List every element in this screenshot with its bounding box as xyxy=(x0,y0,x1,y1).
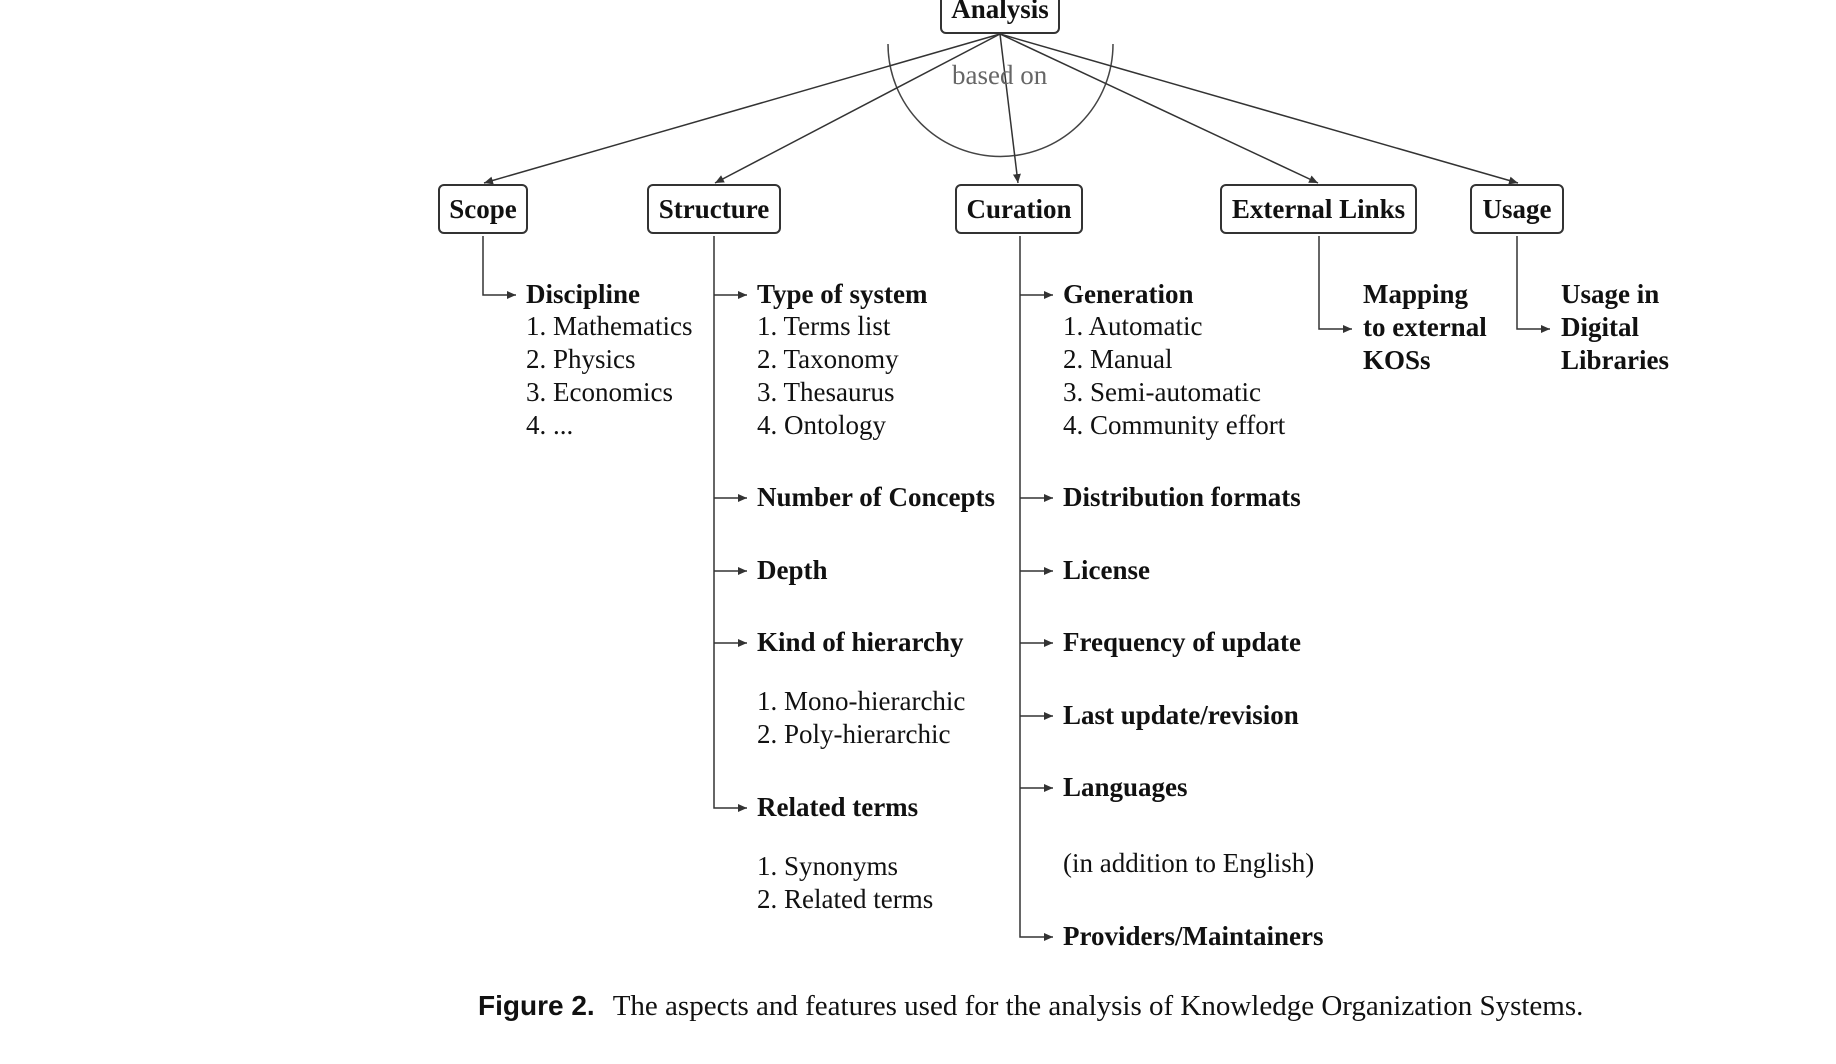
discipline-item: 3. Economics xyxy=(526,377,673,407)
edge-root-scope xyxy=(483,33,1001,185)
edge-structure-trunk xyxy=(713,236,747,812)
edge-root-structure xyxy=(714,33,1001,184)
feature-frequency-of-update: Frequency of update xyxy=(1063,627,1302,657)
aspect-usage: Usage xyxy=(1470,184,1564,234)
generation-item: 3. Semi-automatic xyxy=(1063,377,1261,407)
generation-item: 2. Manual xyxy=(1063,344,1173,374)
feature-kind-of-hierarchy: Kind of hierarchy xyxy=(757,627,964,657)
edge-usage-digital-libraries xyxy=(1516,236,1550,333)
edge-root-external-links xyxy=(999,33,1319,184)
feature-last-update: Last update/revision xyxy=(1063,700,1299,730)
related-terms-item: 1. Synonyms xyxy=(757,851,899,881)
aspect-scope: Scope xyxy=(438,184,528,234)
edge-root-curation xyxy=(999,33,1021,184)
aspect-external-links: External Links xyxy=(1220,184,1417,234)
figure-caption-text: The aspects and features used for the an… xyxy=(612,990,1584,1022)
figure-label: Figure 2. xyxy=(478,990,595,1021)
type-of-system-item: 3. Thesaurus xyxy=(757,377,895,407)
root-node-analysis: Analysis xyxy=(940,0,1060,34)
feature-languages: Languages xyxy=(1063,772,1188,802)
feature-number-of-concepts: Number of Concepts xyxy=(757,482,995,512)
feature-usage-line: Digital xyxy=(1561,312,1639,342)
languages-note: (in addition to English) xyxy=(1063,848,1315,878)
based-on-arc xyxy=(887,43,1114,158)
generation-item: 1. Automatic xyxy=(1063,311,1203,341)
edge-scope-discipline xyxy=(482,236,516,299)
discipline-item: 1. Mathematics xyxy=(526,311,693,341)
feature-mapping-line: Mapping xyxy=(1363,279,1469,309)
edge-external-links-mapping xyxy=(1318,236,1352,333)
feature-related-terms: Related terms xyxy=(757,792,919,822)
feature-providers-maintainers: Providers/Maintainers xyxy=(1063,921,1324,951)
kind-of-hierarchy-item: 1. Mono-hierarchic xyxy=(757,686,966,716)
type-of-system-item: 4. Ontology xyxy=(757,410,887,440)
based-on-label: based on xyxy=(952,60,1048,90)
type-of-system-item: 1. Terms list xyxy=(757,311,891,341)
generation-item: 4. Community effort xyxy=(1063,410,1286,440)
feature-depth: Depth xyxy=(757,555,828,585)
edge-curation-trunk xyxy=(1019,236,1053,941)
discipline-item: 2. Physics xyxy=(526,344,636,374)
feature-distribution-formats: Distribution formats xyxy=(1063,482,1301,512)
feature-mapping-line: KOSs xyxy=(1363,345,1431,375)
feature-mapping-line: to external xyxy=(1363,312,1487,342)
discipline-item: 4. ... xyxy=(526,410,574,440)
edge-root-usage xyxy=(999,33,1519,185)
related-terms-item: 2. Related terms xyxy=(757,884,934,914)
feature-generation: Generation xyxy=(1063,279,1194,309)
aspect-curation: Curation xyxy=(955,184,1083,234)
aspect-structure: Structure xyxy=(647,184,781,234)
figure-caption: Figure 2. The aspects and features used f… xyxy=(478,990,1583,1023)
feature-usage-line: Libraries xyxy=(1561,345,1669,375)
feature-type-of-system: Type of system xyxy=(757,279,928,309)
feature-discipline: Discipline xyxy=(526,279,641,309)
feature-usage-line: Usage in xyxy=(1561,279,1660,309)
type-of-system-item: 2. Taxonomy xyxy=(757,344,899,374)
kind-of-hierarchy-item: 2. Poly-hierarchic xyxy=(757,719,951,749)
feature-license: License xyxy=(1063,555,1150,585)
